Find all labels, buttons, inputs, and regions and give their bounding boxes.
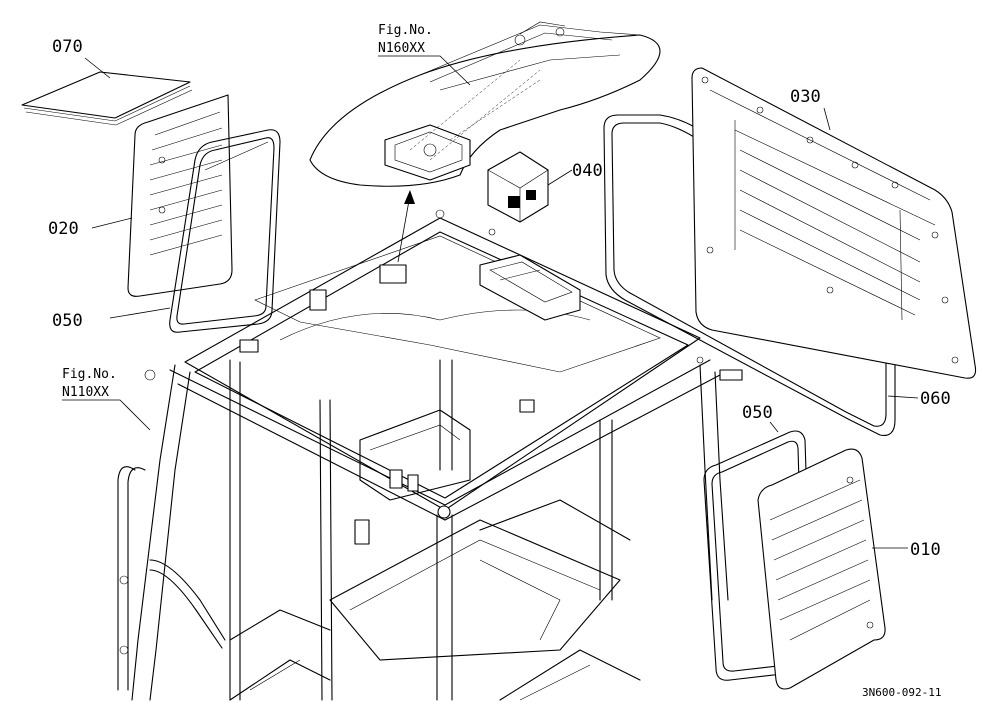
callout-060: 060 (920, 389, 951, 409)
cab-frame (117, 209, 743, 701)
callout-050-right: 050 (742, 403, 773, 423)
part-020-side-glass: 020 (48, 94, 233, 297)
fig-ref-frame: Fig.No. N110XX (62, 367, 151, 431)
part-010-side-glass: 010 (757, 448, 941, 690)
callout-050-left: 050 (52, 311, 83, 331)
drawing-code: 3N600-092-11 (862, 686, 941, 699)
fig-ref-roof-prefix: Fig.No. (378, 23, 433, 38)
part-040-switch: 040 (487, 151, 603, 223)
callout-070: 070 (52, 37, 83, 57)
callout-010: 010 (910, 540, 941, 560)
fig-ref-frame-prefix: Fig.No. (62, 367, 117, 382)
part-030-rear-glass: 030 (691, 67, 977, 379)
roof-module (309, 21, 661, 263)
callout-020: 020 (48, 219, 79, 239)
fig-ref-frame-number: N110XX (62, 385, 109, 400)
fig-ref-roof-number: N160XX (378, 41, 425, 56)
part-070-manual: 070 (21, 37, 193, 126)
callout-040: 040 (572, 161, 603, 181)
callout-030: 030 (790, 87, 821, 107)
fig-ref-roof: Fig.No. N160XX (378, 23, 471, 86)
part-050-seal-left: 050 (52, 129, 281, 333)
